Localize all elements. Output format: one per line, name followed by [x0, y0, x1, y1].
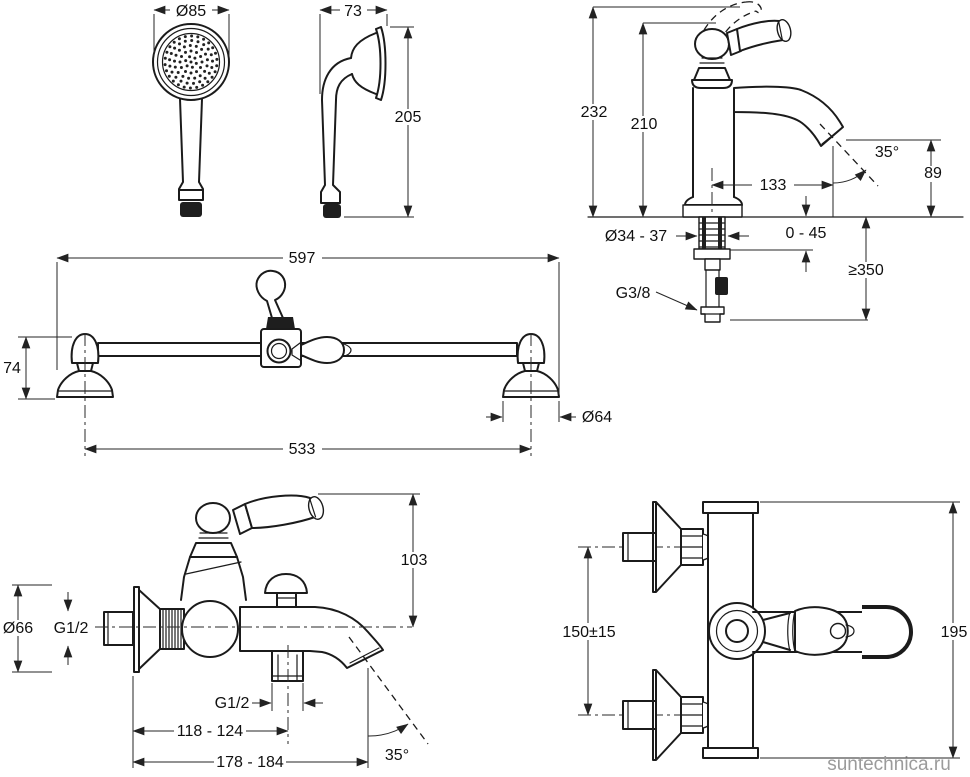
- mixer-knob: [195, 502, 231, 534]
- watermark: suntechnica.ru: [827, 754, 951, 775]
- dim-wall-centers: 150±15: [556, 546, 621, 716]
- faucet-lever: [726, 19, 792, 56]
- dim-mixer-flange: Ø66: [0, 584, 52, 673]
- dim-inlet-thread: G3/8: [616, 285, 698, 311]
- dim-label-body-length: 195: [941, 624, 968, 641]
- faucet-tailpieces: [693, 216, 731, 323]
- dim-deck-range: 0 - 45: [730, 196, 827, 272]
- hand-shower-side-view: 73 205: [319, 2, 425, 218]
- dim-label-mixer-flange: Ø66: [3, 620, 33, 637]
- lever-end-button: [829, 622, 847, 640]
- dim-label-bar-height: 74: [3, 360, 21, 377]
- basin-faucet: 35° 232 210 133 89: [576, 1, 964, 323]
- dim-fixing-centers: 533: [84, 333, 532, 458]
- dim-label-mixer-outlet-thread: G1/2: [215, 695, 250, 712]
- handle-tip-side: [323, 204, 341, 218]
- dim-depth: 73: [319, 2, 388, 94]
- diverter-lever: [255, 269, 287, 319]
- dim-label-bar-length: 597: [289, 250, 316, 267]
- shower-neck: [321, 57, 353, 101]
- wall-mixer-top-view: 150±15 195: [556, 501, 970, 761]
- dim-label-inlet-thread: G3/8: [616, 285, 651, 302]
- diverter-grip: [300, 336, 345, 364]
- dim-mixer-height: 103: [318, 493, 432, 628]
- dim-label-flow-angle: 35°: [875, 144, 899, 161]
- shower-handle-front: [178, 98, 204, 217]
- diverter-cap: [266, 317, 295, 329]
- dim-label-spout-height: 89: [924, 165, 942, 182]
- dim-body-length: 195: [760, 501, 970, 759]
- hand-shower-front-view: Ø85: [152, 2, 230, 217]
- dim-diameter: Ø85: [153, 2, 230, 56]
- dim-mixer-inlet-thread: G1/2: [54, 592, 89, 665]
- dim-reach-outer: 178 - 184: [132, 668, 369, 771]
- spout-end: [862, 605, 913, 659]
- faucet-body: [682, 28, 743, 218]
- hose-clip: [715, 277, 728, 295]
- dim-label-mixer-flow-angle: 35°: [385, 747, 409, 764]
- mixer-lever: [232, 494, 325, 535]
- dim-label-head-diameter: Ø85: [176, 3, 206, 20]
- dim-label-reach-inner: 118 - 124: [177, 723, 244, 740]
- valve-rosette: [708, 602, 766, 660]
- dim-label-deck-range: 0 - 45: [786, 225, 827, 242]
- knurled-collar: [159, 608, 185, 650]
- handle-tip: [180, 202, 202, 217]
- shower-bell: [350, 26, 387, 101]
- dim-spout-top-height: 210: [626, 22, 716, 218]
- dim-label-spout-reach: 133: [760, 177, 787, 194]
- dim-label-overall-height: 232: [581, 104, 608, 121]
- bar-tube: [97, 342, 518, 357]
- dim-label-hose-min: ≥350: [848, 262, 884, 279]
- spray-dots: [163, 34, 219, 90]
- dim-label-reach-outer: 178 - 184: [216, 754, 284, 771]
- dim-label-spout-top-height: 210: [631, 116, 658, 133]
- lever-grip: [794, 606, 849, 656]
- cartridge-housing: [181, 600, 239, 658]
- dim-bar-length: 597: [56, 250, 560, 395]
- mixer-body: [180, 494, 325, 658]
- dim-bar-height: 74: [3, 336, 72, 400]
- mixer-wall-flange: [103, 586, 185, 673]
- mixer-flow-angle: 35°: [348, 636, 429, 764]
- dim-label-mixer-height: 103: [401, 552, 428, 569]
- spray-face-ring: [161, 32, 221, 92]
- bottom-wall-union: [622, 669, 715, 761]
- dim-hose-min: ≥350: [730, 216, 890, 321]
- dim-label-fixing-centers: 533: [289, 441, 316, 458]
- dim-label-height: 205: [395, 109, 422, 126]
- dim-hole-diameter: Ø34 - 37: [605, 228, 749, 245]
- dim-label-flange-diameter: Ø64: [582, 409, 612, 426]
- diverter-knob: [264, 573, 308, 594]
- faucet-spout: [733, 85, 844, 147]
- dim-spout-height: 89: [846, 139, 946, 218]
- shower-handle-side: [320, 99, 341, 204]
- dim-label-depth: 73: [344, 3, 362, 20]
- dim-flange-diameter: Ø64: [486, 401, 612, 426]
- dim-label-hole-diameter: Ø34 - 37: [605, 228, 667, 245]
- spout-and-lever: [752, 605, 913, 659]
- diverter-valve: [255, 269, 352, 368]
- dim-mixer-outlet-thread: G1/2: [215, 683, 323, 712]
- flow-angle: 35°: [819, 123, 899, 187]
- dim-overall-height: 232: [576, 6, 740, 218]
- dim-label-wall-centers: 150±15: [562, 624, 615, 641]
- dim-height: 205: [344, 26, 425, 218]
- dim-reach-inner: 118 - 124: [132, 676, 289, 768]
- dim-spout-reach: 133: [711, 146, 834, 217]
- dim-label-mixer-inlet-thread: G1/2: [54, 620, 89, 637]
- shower-bar: 597 74 533 Ø64: [3, 250, 612, 458]
- shower-head-ring: [156, 27, 226, 97]
- bath-mixer: 35° 103 Ø66 G1/2 G1/2: [0, 493, 432, 771]
